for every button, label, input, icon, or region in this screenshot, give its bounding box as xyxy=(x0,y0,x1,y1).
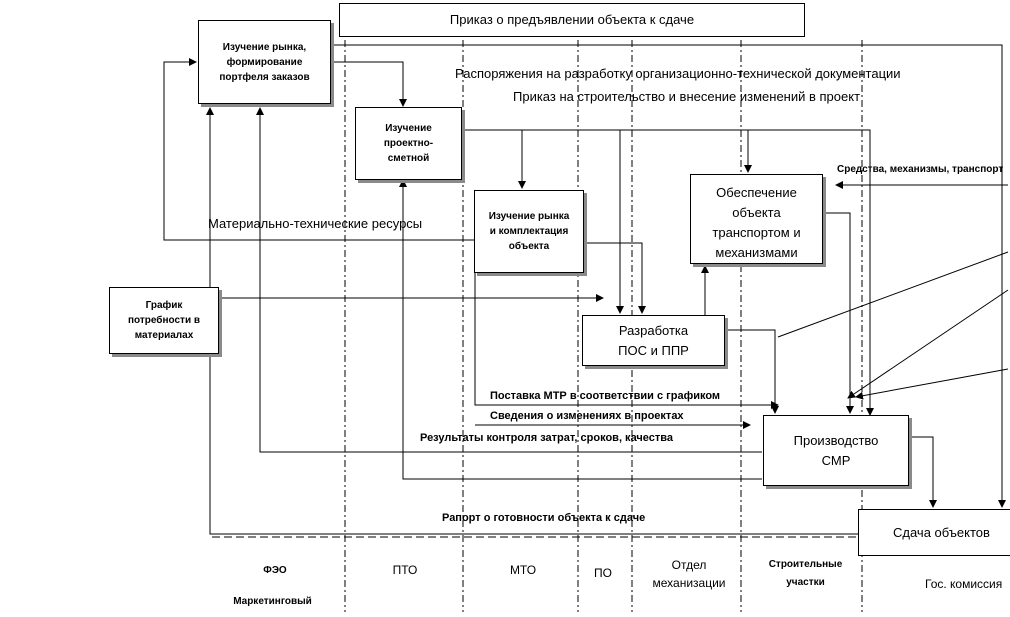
pos-ppr-text: Разработка ПОС и ППР xyxy=(618,322,689,358)
label-means: Средства, механизмы, транспорт xyxy=(837,164,1004,175)
delivery-text: Сдача объектов xyxy=(893,524,990,540)
label-resources: Материально-технические ресурсы xyxy=(208,216,423,231)
label-build-order: Приказ на строительство и внесение измен… xyxy=(513,89,861,104)
production-text: Производство СМР xyxy=(793,432,879,468)
complect-box: Изучение рынка и комплектация объекта xyxy=(474,190,584,273)
dept-sites: Строительные участки xyxy=(768,559,843,588)
order-box: Приказ о предъявлении объекта к сдаче xyxy=(339,3,805,37)
dept-mech: Отдел механизации xyxy=(652,558,726,590)
arrow-readiness-report xyxy=(206,107,858,535)
delivery-box: Сдача объектов xyxy=(858,509,1010,556)
pos-ppr-box: Разработка ПОС и ППР xyxy=(582,315,725,366)
design-study-box: Изучение проектно-сметной xyxy=(355,107,462,180)
arrow-transport-to-production xyxy=(824,212,854,414)
arrow-order-to-delivery xyxy=(330,44,1006,508)
label-org-docs: Распоряжения на разработку организационн… xyxy=(455,66,901,81)
dept-pto: ПТО xyxy=(392,563,418,577)
complect-text: Изучение рынка и комплектация объекта xyxy=(488,211,570,252)
market-study-text: Изучение рынка, формирование портфеля за… xyxy=(219,41,310,83)
line-diagonal-2 xyxy=(847,289,1009,399)
arrow-pos-to-production xyxy=(726,329,779,414)
dept-marketing: Маркетинговый xyxy=(233,596,312,607)
arrow-control-results xyxy=(256,107,762,453)
transport-text: Обеспечение объекта транспортом и механи… xyxy=(712,185,801,260)
line-design-distribution xyxy=(462,129,874,416)
dept-po: ПО xyxy=(594,566,612,580)
order-box-text: Приказ о предъявлении объекта к сдаче xyxy=(449,12,695,27)
label-control-results: Результаты контроля затрат, сроков, каче… xyxy=(420,432,674,444)
arrow-market-to-design xyxy=(330,61,407,107)
market-study-box: Изучение рынка, формирование портфеля за… xyxy=(198,20,331,104)
dept-mto: МТО xyxy=(509,563,537,577)
production-box: Производство СМР xyxy=(763,415,909,486)
transport-box: Обеспечение объекта транспортом и механи… xyxy=(690,174,823,264)
label-mtr-supply: Поставка МТР в соответствии с графиком xyxy=(490,390,721,402)
arrow-supply xyxy=(474,272,779,409)
label-project-changes: Сведения о изменениях в проектах xyxy=(490,410,684,422)
materials-schedule-box: График потребности в материалах xyxy=(109,287,219,354)
line-diagonal-3 xyxy=(855,368,1009,400)
materials-schedule-text: График потребности в материалах xyxy=(127,300,201,341)
arrow-production-to-design xyxy=(399,179,762,480)
label-readiness-report: Рапорт о готовности объекта к сдаче xyxy=(442,512,646,524)
design-study-text: Изучение проектно-сметной xyxy=(383,123,434,164)
dept-commission: Гос. комиссия xyxy=(925,577,1003,591)
arrow-production-to-delivery xyxy=(910,436,937,508)
line-diagonal-1 xyxy=(777,251,1009,338)
arrow-complect-to-pos xyxy=(585,242,646,314)
lane-dividers xyxy=(344,40,863,612)
dept-fzo: ФЭО xyxy=(263,565,287,576)
